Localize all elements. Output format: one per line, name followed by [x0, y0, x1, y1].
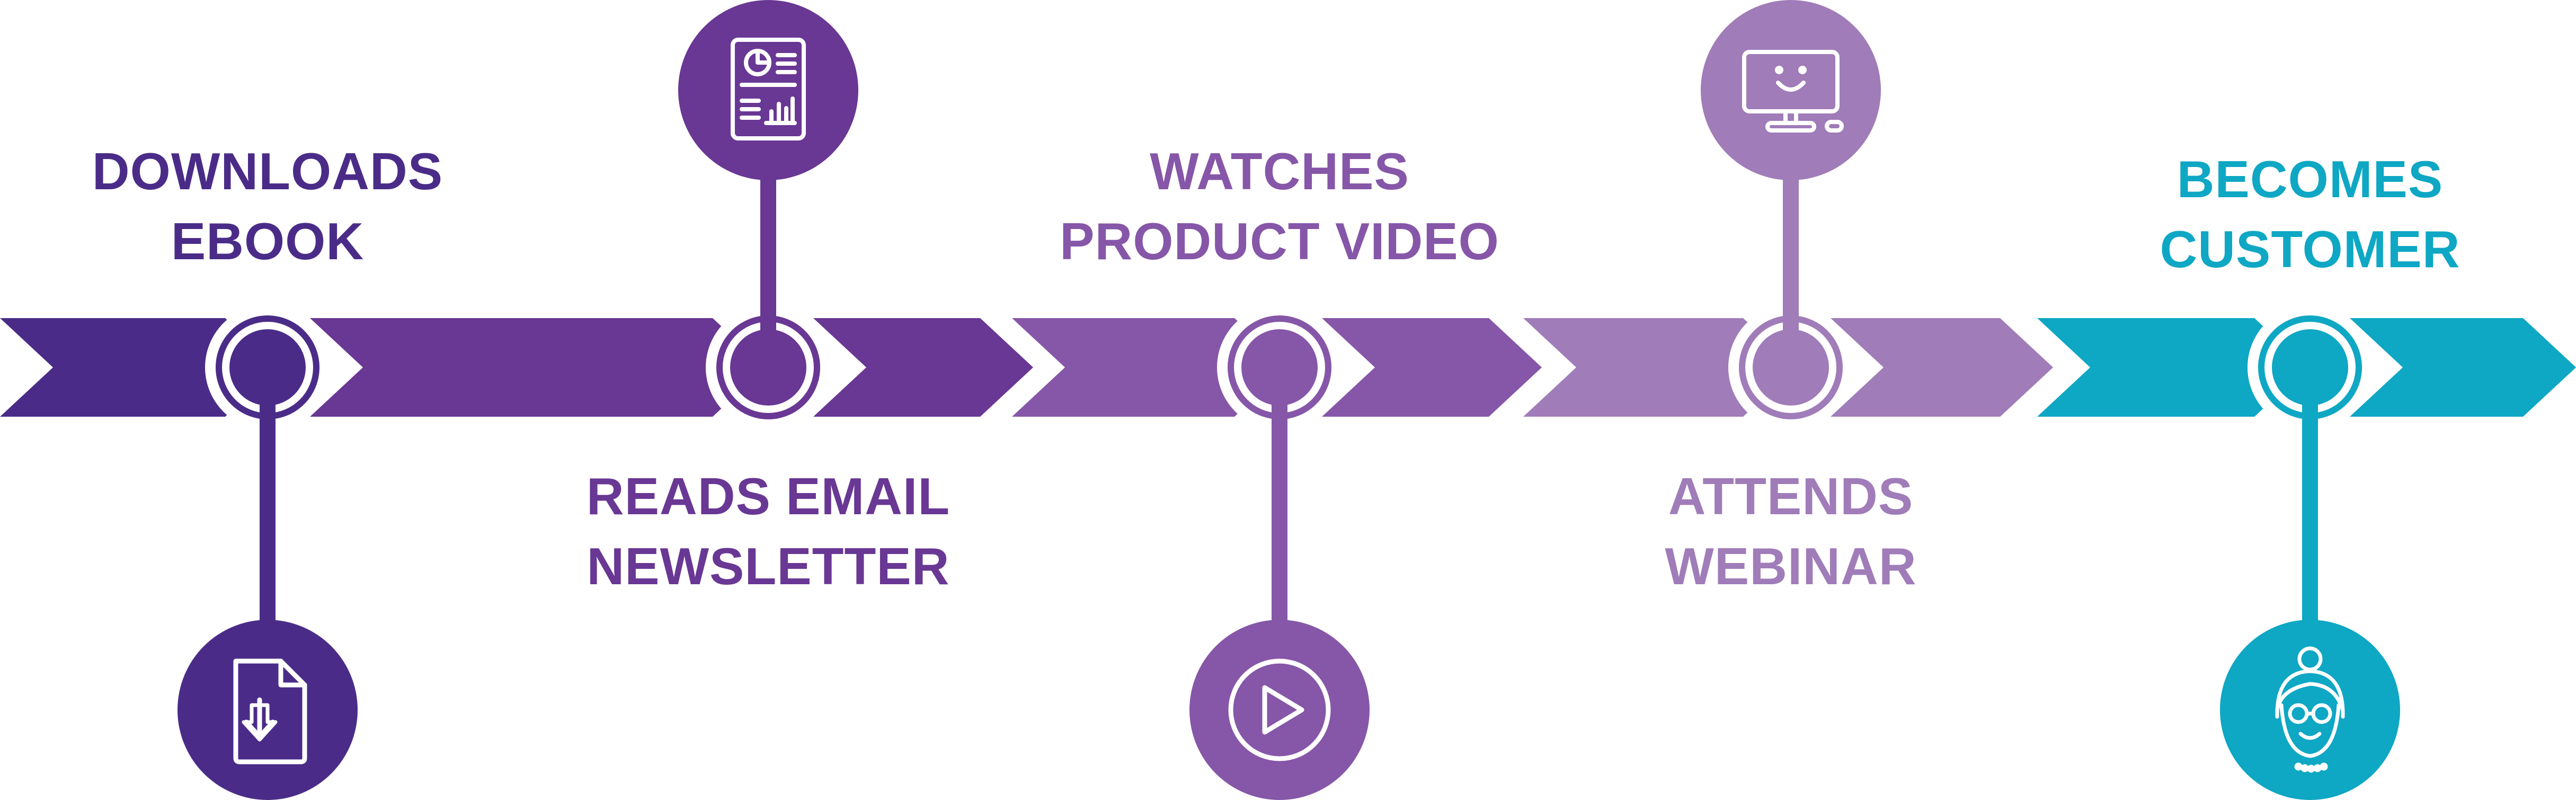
node-stem [1272, 367, 1287, 643]
stage-label-reads-email-newsletter: READS EMAIL NEWSLETTER [530, 461, 1007, 601]
stage-label-downloads-ebook: DOWNLOADS EBOOK [29, 136, 506, 276]
icon-circle [1189, 620, 1370, 800]
node-dot [1753, 329, 1829, 406]
newsletter-document-icon [731, 38, 806, 140]
stage-label-line1: WATCHES [1150, 142, 1409, 200]
arrow-segment-9 [2037, 318, 2307, 417]
arrow-segment-4 [813, 318, 1033, 417]
computer-monitor-icon [1742, 50, 1844, 133]
stage-label-line2: NEWSLETTER [587, 537, 950, 595]
arrow-segment-8 [1831, 318, 2053, 417]
arrow-segment-10 [2350, 318, 2576, 417]
node-stem [260, 367, 276, 643]
arrow-segment-3 [501, 318, 766, 417]
stage-label-line1: BECOMES [2177, 150, 2444, 208]
download-document-icon [233, 658, 307, 764]
stage-label-line2: WEBINAR [1665, 537, 1917, 595]
stage-label-line1: DOWNLOADS [92, 142, 443, 200]
arrow-segment-5 [1012, 318, 1287, 417]
node-dot [2272, 329, 2348, 406]
stage-label-line1: READS EMAIL [586, 467, 951, 525]
icon-circle [2220, 620, 2400, 800]
milestone-3 [1189, 305, 1370, 800]
milestone-2 [678, 0, 858, 430]
node-dot [1241, 329, 1318, 406]
arrow-segment-1 [0, 318, 278, 417]
customer-person-icon [2275, 646, 2345, 773]
arrow-band [0, 318, 2576, 417]
play-button-icon [1228, 658, 1331, 761]
icon-circle [678, 0, 858, 180]
milestone-5 [2220, 305, 2400, 800]
stage-label-line2: EBOOK [171, 212, 365, 270]
node-stem [2302, 367, 2318, 643]
arrow-segment-2 [310, 318, 583, 417]
stage-label-line1: ATTENDS [1668, 467, 1914, 525]
stage-label-line2: PRODUCT VIDEO [1060, 212, 1499, 270]
node-dot [730, 329, 806, 406]
arrow-segment-6 [1322, 318, 1542, 417]
stage-label-becomes-customer: BECOMES CUSTOMER [2072, 144, 2548, 284]
node-dot [229, 329, 306, 406]
stage-label-attends-webinar: ATTENDS WEBINAR [1552, 461, 2029, 601]
stage-label-watches-product-video: WATCHES PRODUCT VIDEO [1041, 136, 1518, 276]
stage-label-line2: CUSTOMER [2160, 220, 2460, 278]
arrow-segment-7 [1523, 318, 1796, 417]
